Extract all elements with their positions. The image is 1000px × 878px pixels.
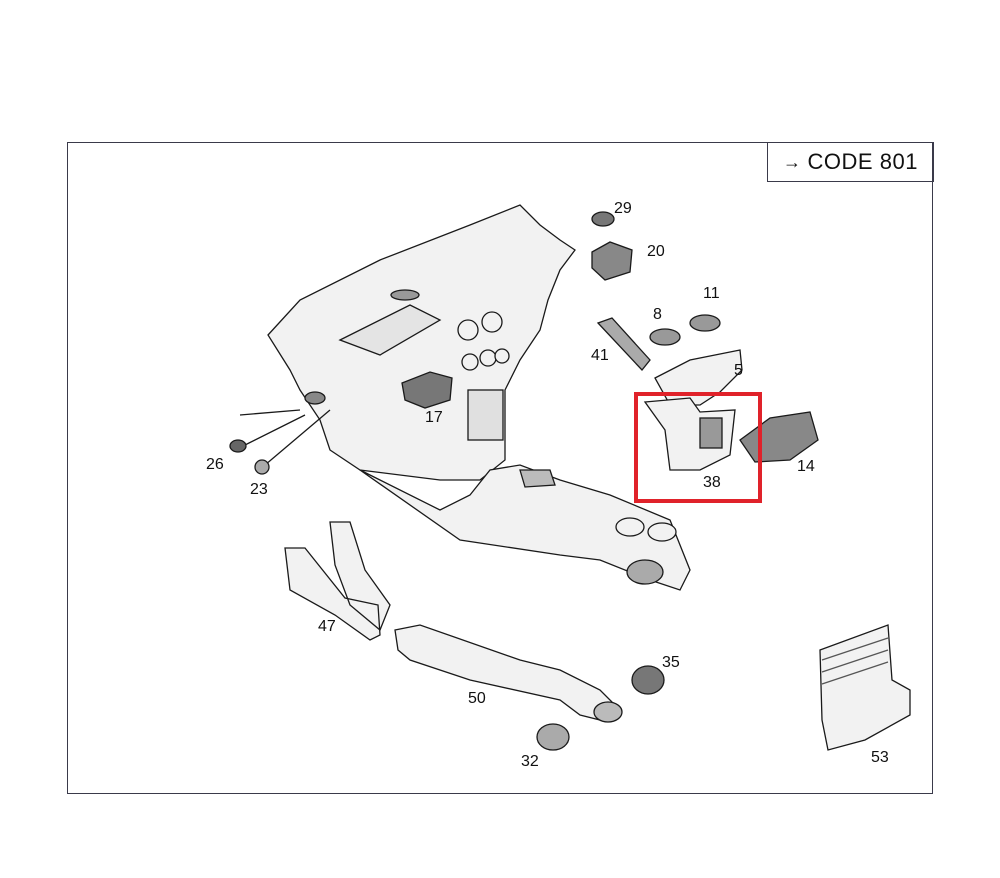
part-38-grille: [699, 417, 723, 449]
leader-line: [239, 409, 301, 416]
console-cupholder: [647, 522, 677, 542]
center-console: [359, 464, 691, 591]
console-cupholder: [615, 517, 645, 537]
label-20: 20: [647, 243, 665, 260]
label-38: 38: [703, 474, 721, 491]
defrost-vent: [390, 289, 420, 301]
label-50: 50: [468, 690, 486, 707]
part-41: [596, 317, 651, 371]
part-35: [631, 665, 665, 695]
dashboard: [267, 204, 576, 481]
part-50-outlet: [593, 701, 623, 723]
label-32: 32: [521, 753, 539, 770]
dial: [494, 348, 510, 364]
console-rear-vent: [626, 559, 664, 585]
label-17: 17: [425, 409, 443, 426]
label-41: 41: [591, 347, 609, 364]
label-35: 35: [662, 654, 680, 671]
dial: [479, 349, 497, 367]
label-53: 53: [871, 749, 889, 766]
part-47: [284, 521, 391, 641]
part-11: [689, 314, 721, 332]
part-8: [649, 328, 681, 346]
part-17: [401, 371, 453, 409]
dial: [461, 353, 479, 371]
label-8: 8: [653, 306, 662, 323]
label-14: 14: [797, 458, 815, 475]
console-shifter: [519, 469, 556, 488]
label-47: 47: [318, 618, 336, 635]
leader-line: [244, 414, 306, 446]
label-11: 11: [703, 285, 720, 302]
center-stack: [467, 389, 504, 441]
gauge: [457, 319, 479, 341]
code-label-box: → CODE 801: [767, 142, 934, 182]
part-23: [254, 459, 270, 475]
label-23: 23: [250, 481, 268, 498]
highlight-box: [634, 392, 762, 503]
code-label: CODE 801: [807, 149, 918, 174]
gauge: [481, 311, 503, 333]
label-26: 26: [206, 456, 224, 473]
dashboard-panel: [338, 304, 442, 356]
part-53: [819, 624, 911, 751]
diagram-frame: [67, 142, 933, 794]
part-53-slats: [821, 637, 889, 685]
leader-line: [264, 409, 331, 466]
arrow-icon: →: [783, 151, 802, 172]
part-38: [643, 397, 736, 471]
part-20: [591, 241, 633, 281]
side-vent: [304, 391, 326, 405]
label-5: 5: [734, 362, 743, 379]
part-26: [229, 439, 247, 453]
part-32: [536, 723, 570, 751]
part-29: [591, 211, 615, 227]
part-50: [394, 624, 616, 721]
label-29: 29: [614, 200, 632, 217]
